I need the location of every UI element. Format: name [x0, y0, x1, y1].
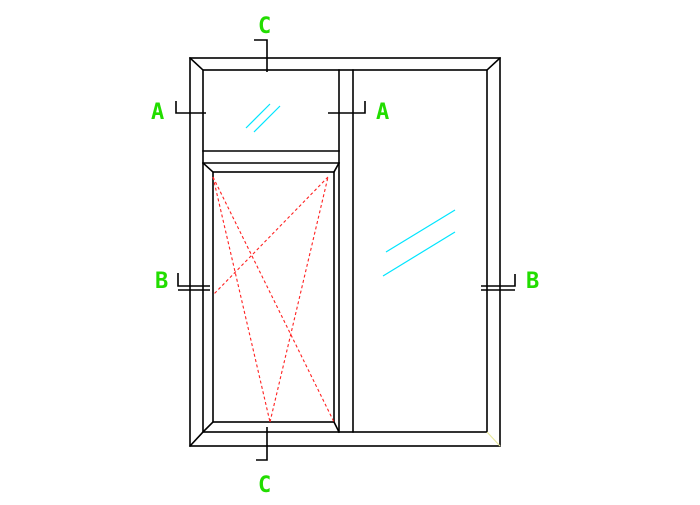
vertical-mullion: [338, 69, 354, 433]
section-label-b-left: B: [155, 269, 168, 294]
section-marker-b-right: [481, 274, 516, 291]
transom: [202, 150, 340, 164]
section-marker-c-top: [254, 39, 268, 72]
outer-frame: [188, 56, 502, 448]
section-label-a-left: A: [151, 100, 164, 125]
section-marker-a-left: [175, 101, 206, 114]
section-label-c-bottom: C: [258, 473, 271, 498]
top-fixed-glass-hatch: [245, 103, 281, 133]
section-marker-c-bottom: [256, 427, 268, 461]
section-label-a-right: A: [376, 100, 389, 125]
section-marker-b-left: [177, 273, 210, 291]
right-fixed-glass-hatch: [382, 209, 456, 277]
section-marker-a-right: [328, 101, 366, 114]
opening-direction-lines: [212, 176, 335, 423]
section-label-b-right: B: [526, 269, 539, 294]
opening-sash: [201, 161, 341, 434]
section-label-c-top: C: [258, 14, 271, 39]
